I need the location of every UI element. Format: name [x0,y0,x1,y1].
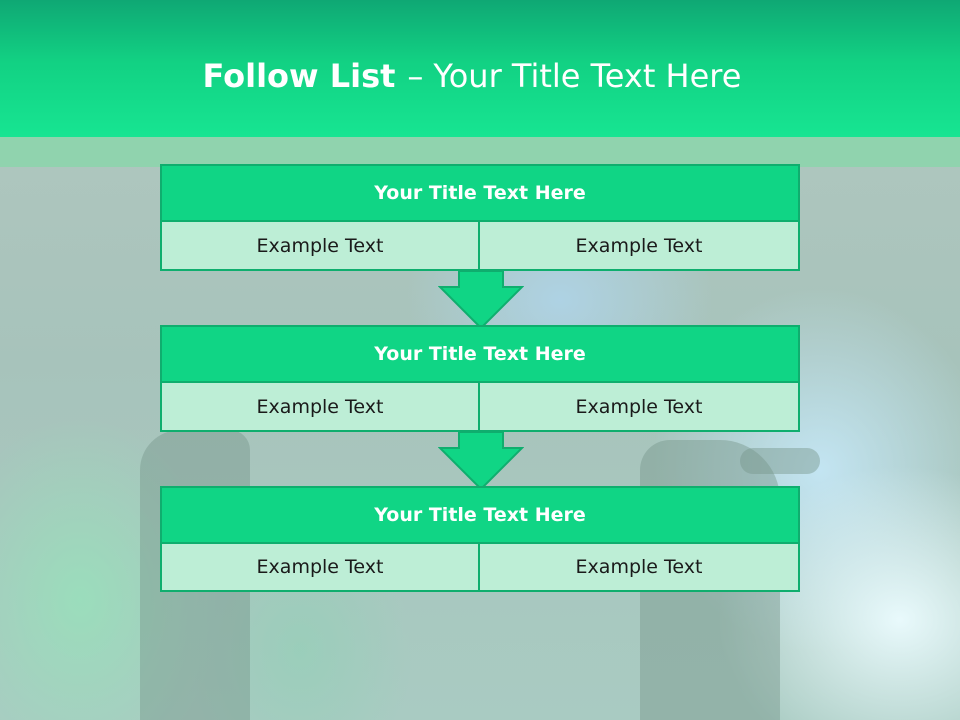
block-cell-right: Example Text [480,222,800,271]
header-strip [0,137,960,167]
background-hand [740,448,820,474]
slide-title: Follow List–Your Title Text Here [0,56,944,96]
slide-title-rest: Your Title Text Here [433,57,742,95]
block-title: Your Title Text Here [160,164,800,222]
block-row: Example Text Example Text [160,383,800,432]
block-cell-left: Example Text [160,544,480,592]
follow-block-1: Your Title Text Here Example Text Exampl… [160,164,800,271]
follow-block-2: Your Title Text Here Example Text Exampl… [160,325,800,432]
down-arrow-icon [438,432,524,490]
block-cell-right: Example Text [480,383,800,432]
block-cell-left: Example Text [160,383,480,432]
block-title: Your Title Text Here [160,325,800,383]
block-cell-left: Example Text [160,222,480,271]
header-bar [0,0,960,137]
block-row: Example Text Example Text [160,222,800,271]
block-cell-right: Example Text [480,544,800,592]
follow-block-3: Your Title Text Here Example Text Exampl… [160,486,800,592]
slide-title-separator: – [407,57,424,95]
block-row: Example Text Example Text [160,544,800,592]
slide-title-bold: Follow List [202,57,396,95]
down-arrow-icon [438,271,524,329]
block-title: Your Title Text Here [160,486,800,544]
